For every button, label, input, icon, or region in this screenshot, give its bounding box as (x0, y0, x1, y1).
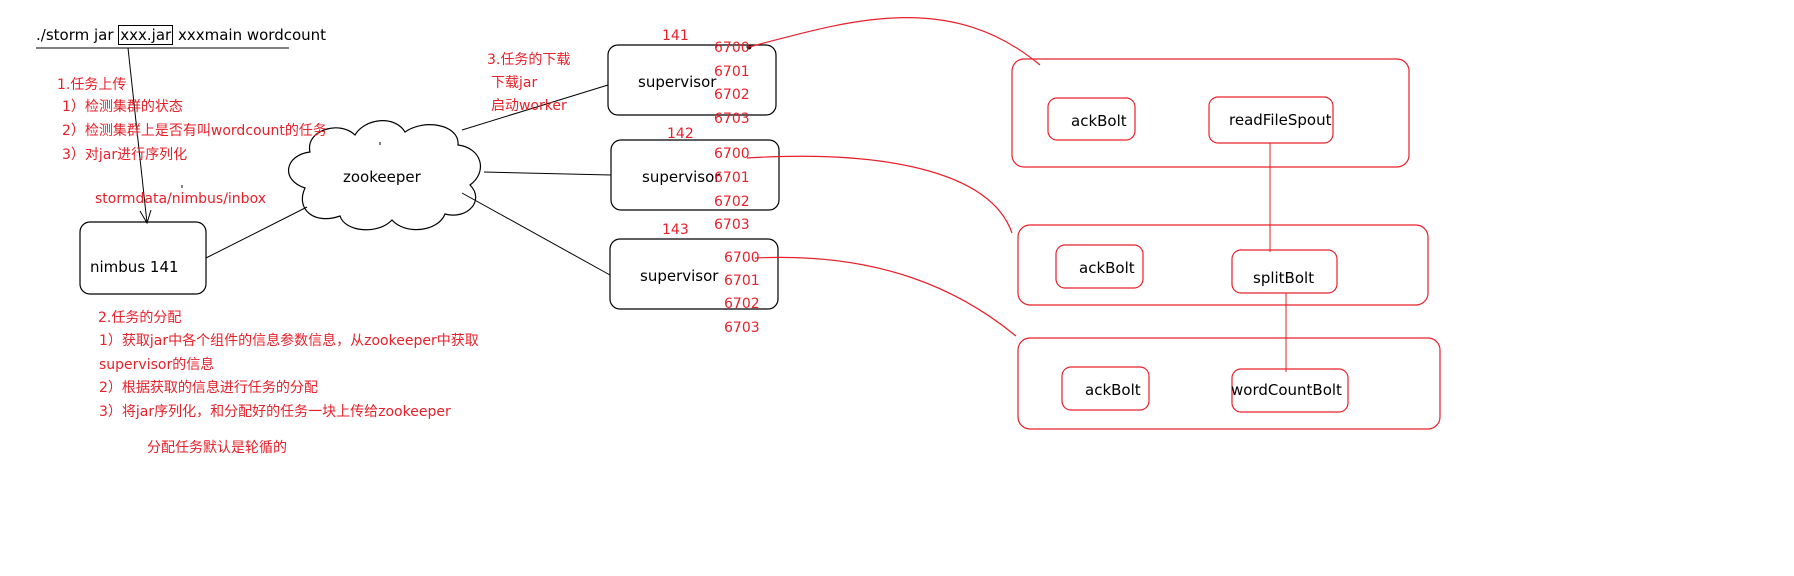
command-suffix: xxxmain wordcount (173, 26, 327, 44)
port-141-6701: 6701 (714, 64, 750, 80)
bolt-label-ack-2: ackBolt (1079, 259, 1135, 277)
bolt-label-wordcountbolt: wordCountBolt (1231, 381, 1342, 399)
supervisor-label-141: supervisor (638, 73, 717, 91)
supervisor-label-143: supervisor (640, 267, 719, 285)
upload-arrow-head (139, 209, 152, 225)
port-to-worker2-curve (746, 155, 1013, 234)
bolt-box-ack-2 (1055, 244, 1144, 289)
worker-box-2 (1017, 224, 1429, 306)
bolt-box-wordcountbolt (1231, 368, 1349, 413)
assign-title: 2.任务的分配 (98, 310, 182, 326)
port-143-6703: 6703 (724, 320, 760, 336)
bolt-label-readfilespout: readFileSpout (1229, 111, 1332, 129)
upload-step-2: 2）检测集群上是否有叫wordcount的任务 (62, 123, 327, 139)
port-to-worker1-curve (748, 17, 1041, 66)
port-141-6703: 6703 (714, 111, 750, 127)
upload-step-3: 3）对jar进行序列化 (62, 147, 188, 163)
download-start-worker: 启动worker (491, 98, 567, 114)
port-142-6702: 6702 (714, 194, 750, 210)
download-title: 3.任务的下载 (487, 52, 571, 68)
upload-step-1: 1）检测集群的状态 (62, 99, 183, 115)
worker-box-3 (1017, 337, 1441, 430)
port-to-worker3-curve (754, 256, 1017, 337)
command-line: ./storm jar xxx.jar xxxmain wordcount (36, 25, 327, 45)
nimbus-zookeeper-link (205, 206, 308, 259)
port-143-6701: 6701 (724, 273, 760, 289)
supervisor-box-142 (610, 139, 780, 211)
supervisor-host-143: 143 (662, 222, 689, 238)
command-prefix: ./storm jar (36, 26, 119, 44)
zookeeper-label: zookeeper (343, 168, 421, 186)
port-142-6703: 6703 (714, 217, 750, 233)
bolt-label-ack-3: ackBolt (1085, 381, 1141, 399)
upload-title: 1.任务上传 (57, 77, 127, 93)
supervisor-box-141 (607, 44, 777, 116)
command-jar-boxed: xxx.jar (118, 25, 174, 45)
port-141-6702: 6702 (714, 87, 750, 103)
download-jar: 下载jar (491, 75, 538, 91)
zookeeper-supervisor2-link (483, 171, 612, 176)
port-143-6702: 6702 (724, 296, 760, 312)
port-141-6700: 6700 (714, 40, 750, 56)
bolt-box-ack-1 (1047, 97, 1136, 141)
bolt-label-splitbolt: splitBolt (1253, 269, 1315, 287)
assign-note: 分配任务默认是轮循的 (147, 440, 287, 456)
supervisor-host-142: 142 (667, 126, 694, 142)
port-142-6701: 6701 (714, 170, 750, 186)
bolt-box-splitbolt (1231, 249, 1338, 294)
assign-line-2: supervisor的信息 (99, 357, 215, 373)
port-143-6700: 6700 (724, 250, 760, 266)
bolt-box-readfilespout (1208, 96, 1334, 144)
worker-box-1 (1011, 58, 1410, 168)
supervisor-box-143 (609, 238, 779, 310)
supervisor-host-141: 141 (662, 28, 689, 44)
zookeeper-cloud (287, 120, 481, 231)
assign-line-3: 2）根据获取的信息进行任务的分配 (99, 380, 318, 396)
bolt-label-ack-1: ackBolt (1071, 112, 1127, 130)
bolt-box-ack-3 (1061, 366, 1150, 411)
upload-path: stormdata/nimbus/inbox (95, 191, 266, 207)
upload-arrow (127, 47, 148, 224)
nimbus-label: nimbus 141 (90, 258, 179, 276)
supervisor-label-142: supervisor (642, 168, 721, 186)
zookeeper-supervisor3-link (461, 192, 611, 276)
port-142-6700: 6700 (714, 146, 750, 162)
assign-line-1: 1）获取jar中各个组件的信息参数信息，从zookeeper中获取 (99, 333, 479, 349)
zookeeper-supervisor1-link (461, 84, 609, 131)
assign-line-4: 3）将jar序列化，和分配好的任务一块上传给zookeeper (99, 404, 451, 420)
